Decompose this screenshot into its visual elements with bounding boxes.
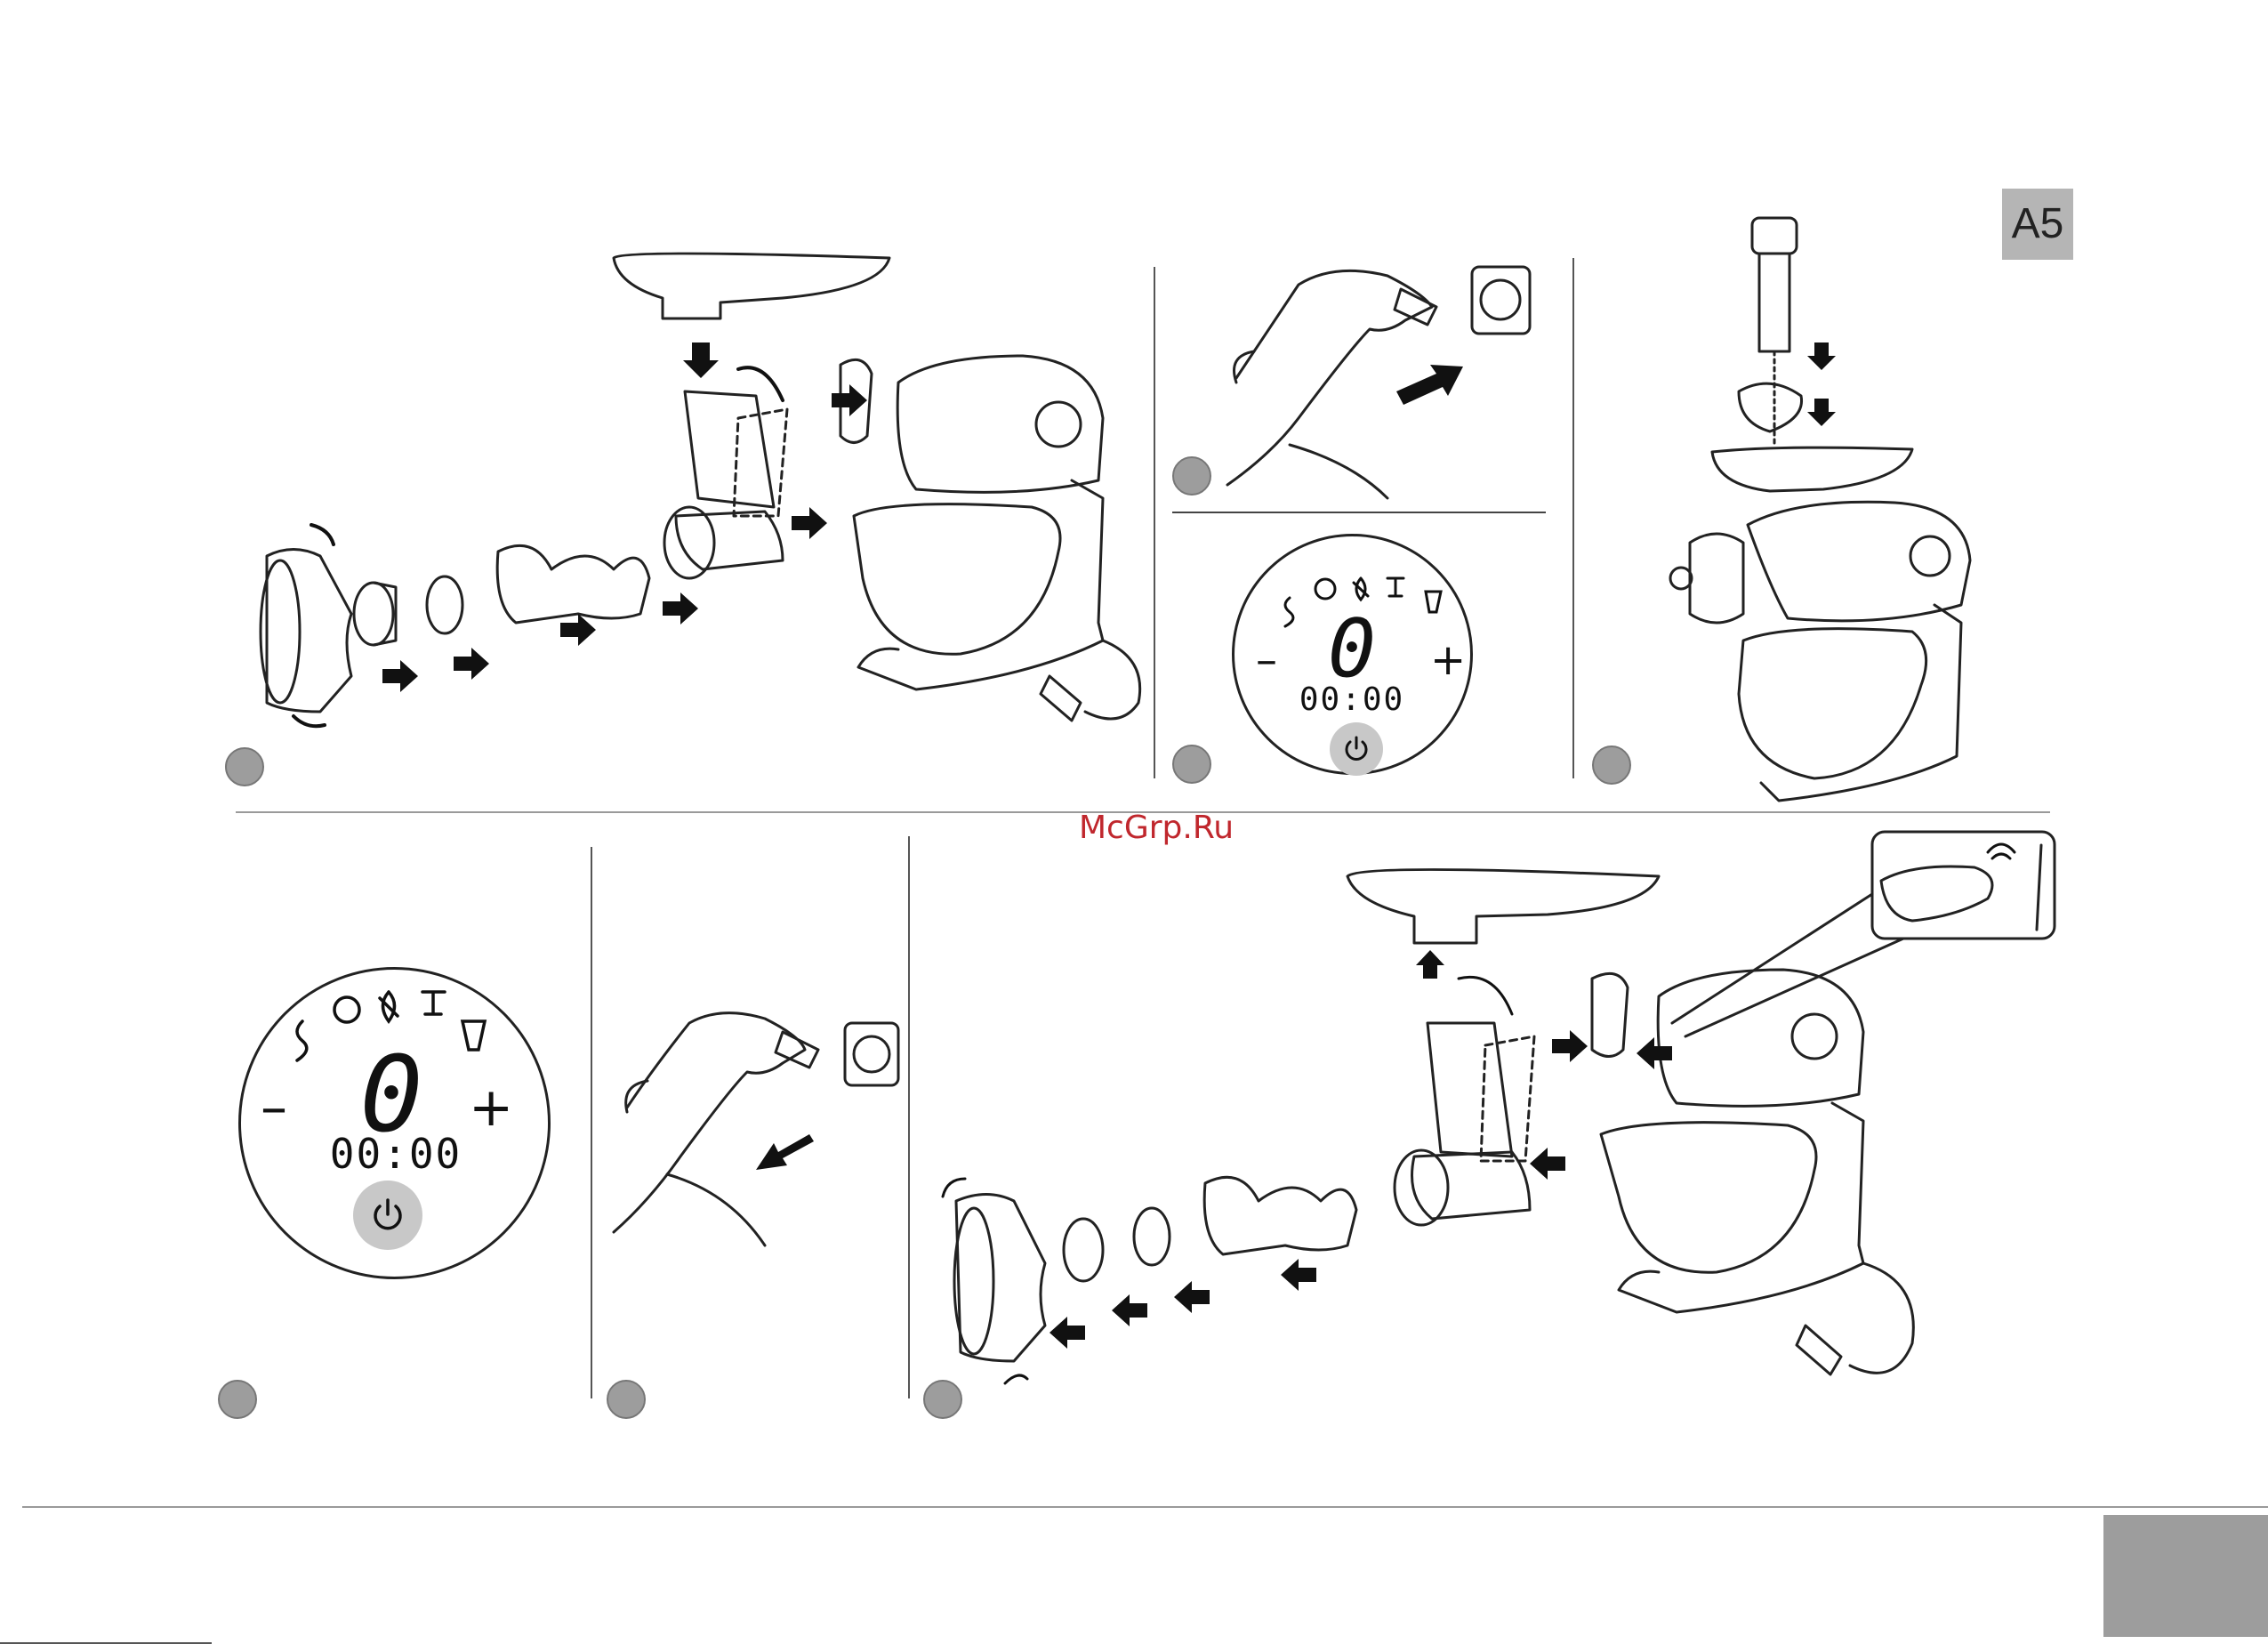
plus-button-bottom[interactable]: +	[469, 1076, 513, 1139]
whisk-icon	[380, 992, 398, 1021]
timer-display-bottom: 00:00	[329, 1130, 462, 1178]
mincer-icon	[422, 992, 445, 1014]
minus-button-bottom[interactable]: –	[261, 1076, 287, 1139]
power-icon	[368, 1196, 407, 1235]
power-button-bottom[interactable]	[353, 1181, 422, 1250]
blender-jug-icon	[462, 1021, 485, 1050]
dough-hook-icon	[297, 1021, 307, 1060]
beater-icon	[334, 997, 359, 1022]
